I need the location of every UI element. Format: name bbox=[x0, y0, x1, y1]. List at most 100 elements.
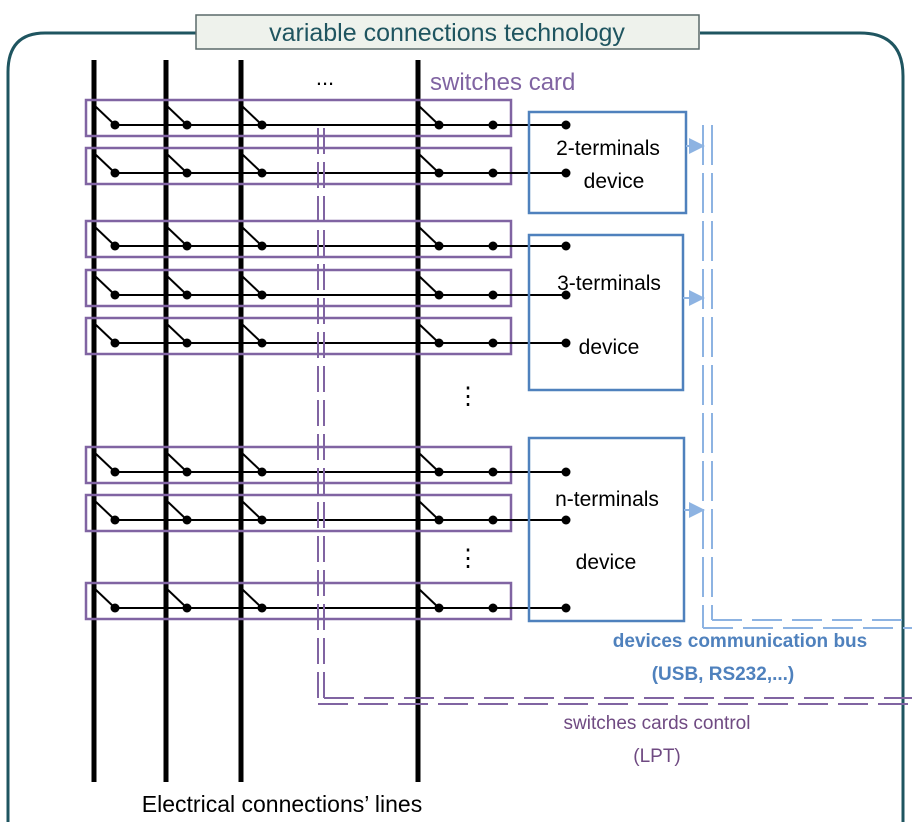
switch-lever bbox=[166, 500, 188, 521]
switch-lever bbox=[418, 226, 440, 247]
switch-card bbox=[84, 493, 513, 533]
row-terminal bbox=[488, 120, 498, 130]
row-terminal bbox=[488, 338, 498, 348]
switch-contact bbox=[257, 241, 267, 251]
switch-contact bbox=[257, 120, 267, 130]
switch-card-row bbox=[84, 219, 571, 259]
switch-contact bbox=[257, 467, 267, 477]
switch-lever bbox=[241, 323, 263, 344]
device-label: device bbox=[576, 551, 637, 574]
switch-contact bbox=[110, 467, 120, 477]
switch-lever bbox=[166, 153, 188, 174]
device-terminal bbox=[561, 241, 571, 251]
switch-lever bbox=[94, 275, 116, 296]
switch-lever bbox=[94, 105, 116, 126]
switch-lever bbox=[241, 275, 263, 296]
device-terminal bbox=[561, 515, 571, 525]
device-terminal bbox=[561, 603, 571, 613]
switch-contact bbox=[434, 338, 444, 348]
switch-lever bbox=[94, 500, 116, 521]
device-label: 3-terminals bbox=[557, 272, 661, 295]
switch-lever bbox=[241, 153, 263, 174]
switch-lever bbox=[418, 323, 440, 344]
switch-contact bbox=[257, 290, 267, 300]
switch-contact bbox=[434, 290, 444, 300]
switch-lever bbox=[166, 105, 188, 126]
diagram-title: variable connections technology bbox=[269, 19, 625, 47]
device-label: 2-terminals bbox=[556, 137, 660, 160]
switch-lever bbox=[94, 323, 116, 344]
switch-contact bbox=[110, 515, 120, 525]
outer-frame bbox=[6, 31, 905, 822]
switch-card-row bbox=[84, 268, 571, 308]
device-label: device bbox=[579, 336, 640, 359]
switch-card-row bbox=[84, 98, 571, 138]
device-terminal bbox=[561, 168, 571, 178]
switch-lever bbox=[166, 452, 188, 473]
device-n-terminals: n-terminals device bbox=[527, 436, 686, 623]
device-label: device bbox=[584, 170, 645, 193]
switch-contact bbox=[110, 603, 120, 613]
control-label: switches cards control bbox=[564, 713, 751, 734]
switch-contact bbox=[182, 467, 192, 477]
device-terminal bbox=[561, 290, 571, 300]
switch-contact bbox=[257, 603, 267, 613]
switch-lever bbox=[241, 588, 263, 609]
switch-lever bbox=[94, 226, 116, 247]
switch-card bbox=[84, 268, 513, 308]
switch-contact bbox=[110, 338, 120, 348]
device-terminal bbox=[561, 467, 571, 477]
switch-contact bbox=[110, 168, 120, 178]
switch-card-row bbox=[84, 316, 571, 356]
device-terminal bbox=[561, 120, 571, 130]
switch-contact bbox=[110, 290, 120, 300]
device-3-terminals: 3-terminals device bbox=[527, 233, 685, 392]
switch-contact bbox=[434, 120, 444, 130]
switch-lever bbox=[241, 500, 263, 521]
switch-card bbox=[84, 98, 513, 138]
lines-caption: Electrical connections’ lines bbox=[142, 791, 422, 817]
lines-ellipsis: ... bbox=[316, 65, 334, 90]
switch-card bbox=[84, 581, 513, 621]
switch-card bbox=[84, 219, 513, 259]
switch-lever bbox=[94, 452, 116, 473]
device-2-terminals: 2-terminals device bbox=[527, 110, 688, 215]
switch-contact bbox=[182, 515, 192, 525]
switch-lever bbox=[166, 275, 188, 296]
switch-contact bbox=[434, 241, 444, 251]
switch-card-row bbox=[84, 493, 571, 533]
switch-contact bbox=[182, 120, 192, 130]
switch-lever bbox=[166, 226, 188, 247]
switch-contact bbox=[182, 338, 192, 348]
switches-card-label: switches card bbox=[430, 69, 575, 96]
switch-lever bbox=[241, 105, 263, 126]
switch-contact bbox=[182, 241, 192, 251]
switch-contact bbox=[182, 290, 192, 300]
rows-vertical-ellipsis: ⋮ bbox=[456, 545, 480, 572]
device-box bbox=[527, 233, 685, 392]
bus-arrows bbox=[683, 138, 705, 518]
rows-vertical-ellipsis: ⋮ bbox=[456, 383, 480, 410]
switch-card-row bbox=[84, 146, 571, 186]
row-terminal bbox=[488, 515, 498, 525]
switch-lever bbox=[418, 153, 440, 174]
switch-lever bbox=[166, 588, 188, 609]
switch-lever bbox=[241, 226, 263, 247]
row-terminal bbox=[488, 241, 498, 251]
switch-lever bbox=[418, 500, 440, 521]
row-terminal bbox=[488, 467, 498, 477]
control-label: (LPT) bbox=[633, 746, 681, 767]
switch-lever bbox=[418, 105, 440, 126]
switch-contact bbox=[110, 120, 120, 130]
switch-contact bbox=[434, 603, 444, 613]
switch-contact bbox=[110, 241, 120, 251]
switch-lever bbox=[418, 275, 440, 296]
switch-card bbox=[84, 146, 513, 186]
switch-card bbox=[84, 316, 513, 356]
switch-cards-control-bus bbox=[317, 128, 912, 705]
switch-contact bbox=[257, 338, 267, 348]
switch-card bbox=[84, 445, 513, 485]
switch-card-row bbox=[84, 445, 571, 485]
device-terminal bbox=[561, 338, 571, 348]
switch-contact bbox=[257, 168, 267, 178]
